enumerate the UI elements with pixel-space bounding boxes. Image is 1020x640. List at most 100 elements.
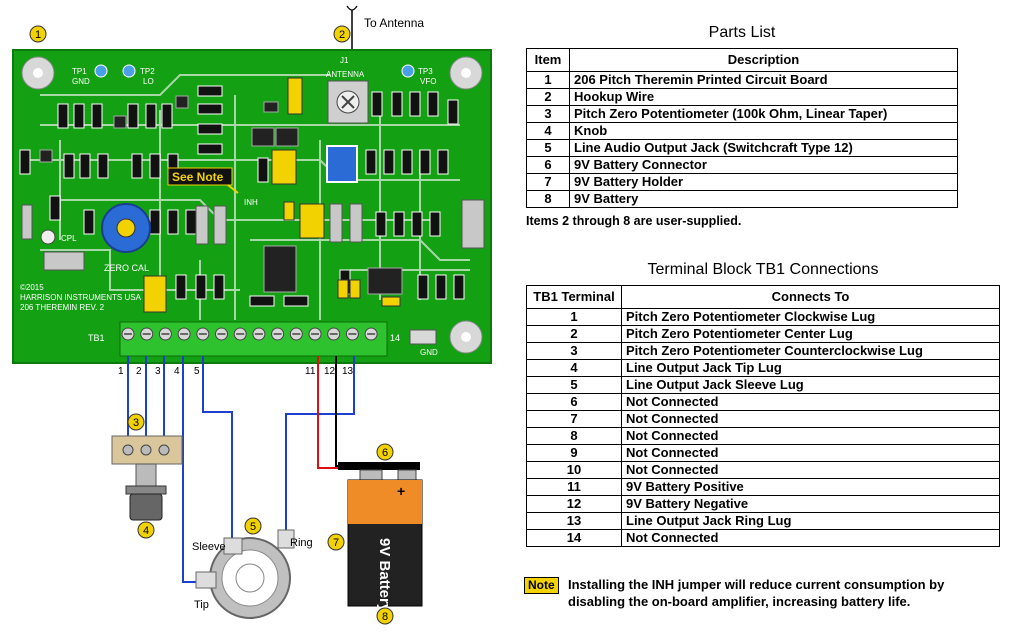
terminal-row-text: Pitch Zero Potentiometer Center Lug: [621, 325, 1000, 343]
jack-tip-label: Tip: [194, 599, 209, 611]
wires-blue: [127, 356, 355, 583]
gnd-label: GND: [420, 348, 438, 357]
wire-number: 1: [118, 366, 124, 377]
terminal-row-number: 3: [526, 342, 622, 360]
parts-footnote: Items 2 through 8 are user-supplied.: [526, 214, 742, 228]
terminal-row-text: Pitch Zero Potentiometer Clockwise Lug: [621, 308, 1000, 326]
terminal-row-text: Not Connected: [621, 529, 1000, 547]
battery-plus: +: [397, 483, 405, 499]
audio-jack: [195, 529, 295, 619]
note-text: Installing the INH jumper will reduce cu…: [568, 577, 945, 609]
callout-5: 5: [250, 521, 256, 533]
terminal-row-number: 1: [526, 308, 622, 326]
terminal-row-number: 12: [526, 495, 622, 513]
parts-row-text: Hookup Wire: [569, 88, 958, 106]
wire-number: 5: [194, 366, 200, 377]
parts-row-text: 9V Battery Holder: [569, 173, 958, 191]
wire-number: 4: [174, 366, 180, 377]
components: [19, 77, 485, 313]
see-note-label: See Note: [172, 170, 224, 184]
j1-label: J1: [340, 56, 349, 65]
parts-row-number: 1: [526, 71, 570, 89]
terminal-row-text: Not Connected: [621, 393, 1000, 411]
wire-number: 3: [155, 366, 161, 377]
callout-1: 1: [35, 29, 41, 41]
see-note-badge: [167, 167, 233, 186]
terminal-row-text: Not Connected: [621, 410, 1000, 428]
note-badge: Note: [524, 577, 559, 594]
callout-2: 2: [339, 29, 345, 41]
battery: + 9V Battery: [347, 469, 423, 613]
test-points: TP1 GND TP2 LO TP3 VFO J1 ANTENNA: [72, 56, 436, 86]
antenna-label: To Antenna: [364, 16, 424, 30]
parts-list-title: Parts List: [708, 24, 776, 41]
terminal-row-number: 11: [526, 478, 622, 496]
terminal-row-text: Pitch Zero Potentiometer Counterclockwis…: [621, 342, 1000, 360]
antenna-wire-end: [346, 5, 358, 11]
tb-col-terminal: TB1 Terminal: [526, 285, 622, 309]
tp2-sub: LO: [143, 77, 154, 86]
tp3-sub: VFO: [420, 77, 436, 86]
wire-number: 11: [305, 366, 316, 377]
terminal-row-number: 9: [526, 444, 622, 462]
wire-number-labels: 1 2 3 4 5 11 12 13: [118, 366, 354, 377]
callout-6: 6: [382, 447, 388, 459]
terminal-row-number: 8: [526, 427, 622, 445]
copyright-label: ©2015: [20, 283, 44, 292]
parts-col-item: Item: [526, 48, 570, 72]
jack-labels: Sleeve Ring Tip: [192, 537, 313, 611]
wire-number: 13: [342, 366, 354, 377]
tb1-label: TB1: [88, 333, 105, 343]
inh-label: INH: [244, 198, 258, 207]
mounting-holes: [21, 56, 483, 354]
wire-number: 12: [324, 366, 336, 377]
terminal-row-text: Not Connected: [621, 427, 1000, 445]
jack-sleeve-label: Sleeve: [192, 541, 226, 553]
terminal-row-number: 14: [526, 529, 622, 547]
tp2-label: TP2: [140, 67, 155, 76]
parts-row-number: 3: [526, 105, 570, 123]
callout-7: 7: [333, 537, 339, 549]
callout-8: 8: [382, 611, 388, 623]
terminal-row-number: 10: [526, 461, 622, 479]
potentiometer: [111, 435, 183, 487]
parts-col-description: Description: [569, 48, 958, 72]
cpl-label: CPL: [61, 234, 77, 243]
parts-row-text: 206 Pitch Theremin Printed Circuit Board: [569, 71, 958, 89]
terminal-row-text: Line Output Jack Tip Lug: [621, 359, 1000, 377]
parts-row-number: 2: [526, 88, 570, 106]
terminal-row-text: Line Output Jack Sleeve Lug: [621, 376, 1000, 394]
callout-numbers: 1 2 3 4 5 6 7 8: [35, 29, 388, 623]
battery-label: 9V Battery: [376, 538, 393, 613]
model-label: 206 THEREMIN REV. 2: [20, 303, 105, 312]
terminal-block: [119, 321, 388, 357]
j1-sub: ANTENNA: [326, 70, 365, 79]
terminal-block-title: Terminal Block TB1 Connections: [647, 261, 879, 278]
terminal-row-number: 4: [526, 359, 622, 377]
tp1-sub: GND: [72, 77, 90, 86]
jack-ring-label: Ring: [290, 537, 313, 549]
terminal-row-text: 9V Battery Positive: [621, 478, 1000, 496]
tb1-end-label: 14: [390, 333, 400, 343]
tp3-label: TP3: [418, 67, 433, 76]
see-note-arrow: [227, 184, 239, 194]
parts-row-number: 6: [526, 156, 570, 174]
terminal-row-text: Line Output Jack Ring Lug: [621, 512, 1000, 530]
